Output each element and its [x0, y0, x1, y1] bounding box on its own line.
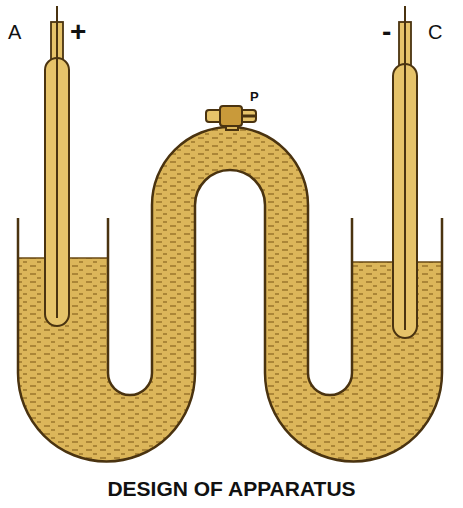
electrode-label: A — [8, 22, 21, 42]
tube-wall — [18, 127, 442, 462]
stopcock-key — [220, 106, 242, 126]
stopcock-handle — [242, 115, 256, 118]
tube-liquid — [18, 127, 442, 462]
polarity-sign: - — [382, 18, 391, 46]
liquid-texture — [18, 127, 442, 462]
figure-caption: DESIGN OF APPARATUS — [0, 478, 463, 499]
polarity-sign: + — [70, 18, 86, 46]
stopcock-label: P — [250, 90, 259, 103]
anode-electrode — [45, 6, 69, 326]
cathode-electrode — [393, 6, 417, 338]
electrode-label: C — [428, 22, 442, 42]
